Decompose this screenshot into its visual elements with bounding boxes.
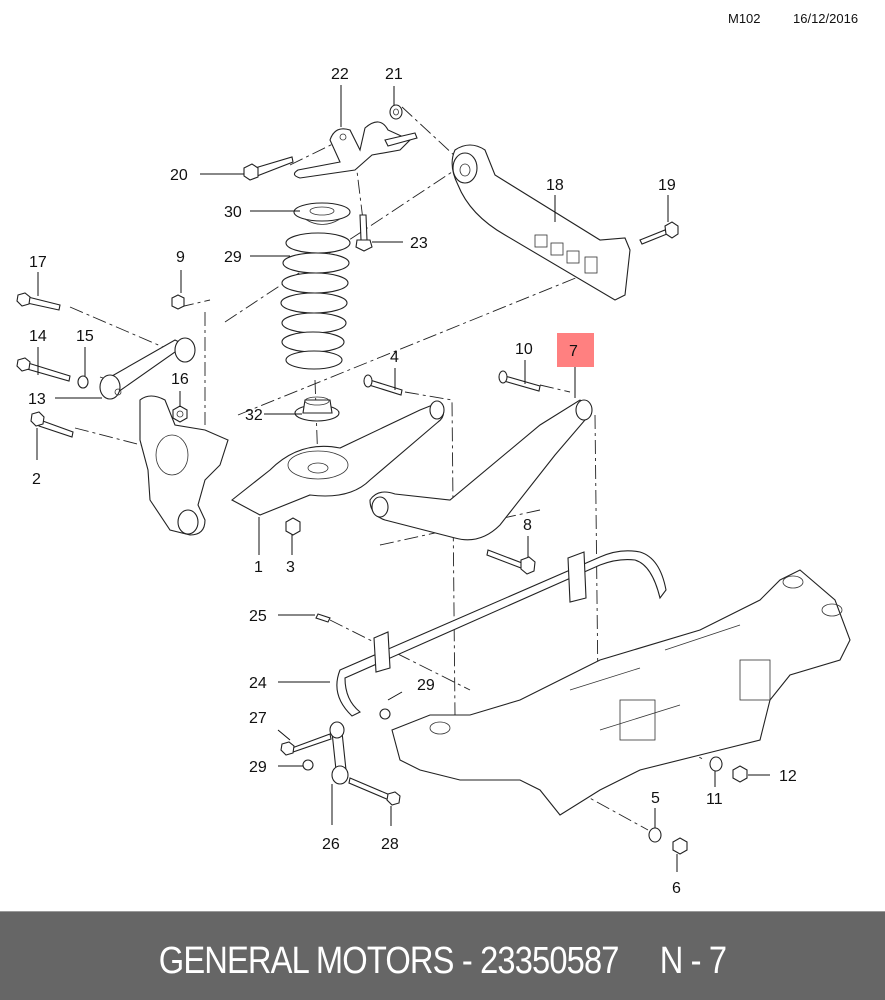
callout-6[interactable]: 6: [672, 880, 681, 897]
callout-13[interactable]: 13: [28, 391, 46, 408]
part-12-nut: [732, 765, 748, 783]
callout-24[interactable]: 24: [249, 675, 267, 692]
knuckle: [139, 395, 229, 536]
part-13-upper-link: [99, 337, 196, 400]
part-2-bolt: [30, 411, 74, 438]
part-number: 23350587: [480, 940, 619, 982]
part-18-trailing-arm: [451, 144, 631, 301]
part-19-bolt: [639, 221, 679, 245]
part-26-stabilizer-link: [329, 721, 349, 785]
part-9-nut: [171, 294, 185, 310]
part-20-bolt: [243, 156, 294, 181]
diagram-code: M102: [728, 11, 761, 26]
callout-14[interactable]: 14: [29, 328, 47, 345]
exploded-parts-diagram: 22 21 20 18 19 30 23 29 17 9 14 15 4 10 …: [16, 66, 851, 897]
part-24-stabilizer-bar: [336, 550, 667, 717]
part-5-washer: [648, 827, 662, 843]
part-6-nut: [672, 837, 688, 855]
part-10-bolt: [498, 370, 541, 392]
callout-15[interactable]: 15: [76, 328, 94, 345]
diagram-date: 16/12/2016: [793, 11, 859, 26]
callout-23[interactable]: 23: [410, 235, 428, 252]
part-1-lower-control-arm: [231, 400, 445, 516]
part-8-bolt: [486, 549, 536, 575]
reference-code: N - 7: [659, 940, 727, 982]
callout-20[interactable]: 20: [170, 167, 188, 184]
callout-8[interactable]: 8: [523, 517, 532, 534]
callout-19[interactable]: 19: [658, 177, 676, 194]
callout-2[interactable]: 2: [32, 471, 41, 488]
part-15-washer: [77, 375, 89, 389]
part-21-nut: [389, 104, 403, 120]
manufacturer-name: GENERAL MOTORS: [158, 940, 455, 982]
callout-16[interactable]: 16: [171, 371, 189, 388]
part-29-nuts: [302, 708, 391, 771]
part-30-coil-spring: [280, 232, 351, 370]
callout-25[interactable]: 25: [249, 608, 267, 625]
part-7-lateral-link: [369, 399, 593, 541]
subframe: [391, 569, 851, 816]
callout-21[interactable]: 21: [385, 66, 403, 83]
callout-5[interactable]: 5: [651, 790, 660, 807]
callout-22[interactable]: 22: [331, 66, 349, 83]
footer-gap: [619, 940, 660, 982]
part-17-bolt: [16, 292, 61, 311]
part-32-insulator: [294, 396, 340, 422]
callout-29-upper[interactable]: 29: [417, 677, 435, 694]
part-4-bolt: [363, 374, 403, 396]
callout-7[interactable]: 7: [569, 343, 578, 360]
callout-27[interactable]: 27: [249, 710, 267, 727]
callout-10[interactable]: 10: [515, 341, 533, 358]
callout-4[interactable]: 4: [390, 349, 399, 366]
part-25-bolt: [315, 613, 331, 623]
callout-17[interactable]: 17: [29, 254, 47, 271]
footer-title: GENERAL MOTORS - 23350587 N - 7: [62, 940, 823, 983]
part-16-nut: [172, 405, 188, 423]
part-28-bolt: [348, 777, 401, 806]
part-3-nut: [285, 517, 301, 536]
footer-separator: -: [453, 940, 481, 982]
callout-29-lower[interactable]: 29: [249, 759, 267, 776]
callout-18[interactable]: 18: [546, 177, 564, 194]
callout-26[interactable]: 26: [322, 836, 340, 853]
part-27-bolt: [280, 733, 332, 756]
callout-31[interactable]: 30: [224, 204, 242, 221]
highlight-box: [557, 333, 594, 367]
callout-28[interactable]: 28: [381, 836, 399, 853]
footer-banner: GENERAL MOTORS - 23350587 N - 7: [0, 911, 885, 1000]
part-11-washer: [709, 756, 723, 772]
part-14-bolt: [16, 357, 71, 382]
leader-lines: [36, 85, 770, 872]
callout-labels: 22 21 20 18 19 30 23 29 17 9 14 15 4 10 …: [28, 66, 797, 897]
callout-3[interactable]: 3: [286, 559, 295, 576]
callout-32[interactable]: 32: [245, 407, 263, 424]
callout-12[interactable]: 12: [779, 768, 797, 785]
callout-30[interactable]: 29: [224, 249, 242, 266]
part-23-bolt: [355, 214, 373, 252]
callout-9[interactable]: 9: [176, 249, 185, 266]
part-31-spring-seat: [293, 202, 351, 225]
callout-11[interactable]: 11: [706, 791, 723, 808]
part-22-bracket: [293, 121, 418, 179]
callout-1[interactable]: 1: [254, 559, 263, 576]
